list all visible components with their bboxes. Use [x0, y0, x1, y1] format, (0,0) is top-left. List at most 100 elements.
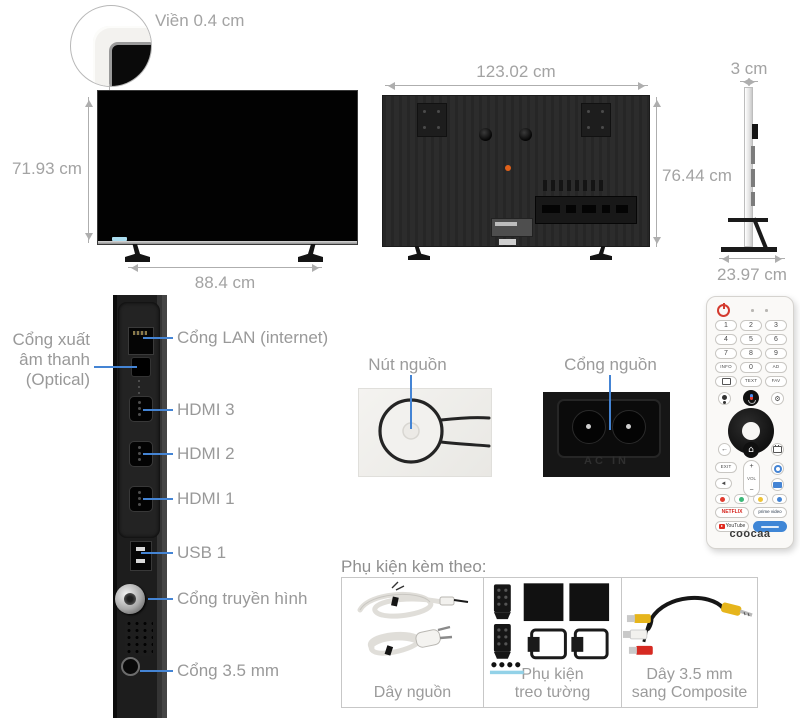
back-boss-left [479, 128, 492, 141]
remote-back-button: ← [718, 443, 731, 456]
side-port-1 [751, 146, 755, 164]
back-height-arrow [653, 97, 661, 247]
remote-netflix-button: NETFLIX [715, 507, 749, 518]
accessories-box: Dây nguồn [341, 577, 758, 708]
side-stand-plate [721, 247, 777, 252]
power-port-label: Cổng nguồn [564, 355, 657, 374]
bezel-dimension-label: Viền 0.4 cm [155, 11, 245, 30]
remote-key-6: 6 [765, 334, 787, 345]
gear-icon: ⚙ [774, 394, 781, 403]
jack-line [140, 670, 173, 672]
remote-key-ad: AD [765, 362, 787, 373]
tv-front-left-foot [125, 244, 150, 262]
bezel-zoom-detail [70, 5, 152, 87]
hdmi3-label: HDMI 3 [177, 400, 235, 419]
remote-coocaa-app-button [753, 521, 787, 532]
remote-key-3: 3 [765, 320, 787, 331]
remote-exit-button: EXIT [715, 462, 737, 473]
youtube-icon [718, 524, 725, 529]
audio-out-label: Cổng xuất âm thanh (Optical) [12, 330, 91, 389]
back-boss-right [519, 128, 532, 141]
tv-back-left-foot [408, 246, 430, 260]
browser-icon [773, 464, 782, 473]
antenna-port [115, 584, 145, 614]
accessory-label: Dây 3.5 mm sang Composite [631, 666, 748, 702]
remote-prime-video-button: prime video [753, 507, 787, 518]
remote-brand-logo: coocaa [729, 528, 771, 540]
hdmi2-label: HDMI 2 [177, 444, 235, 463]
remote-key-text: TEXT [740, 376, 762, 387]
hdmi3-line [143, 409, 173, 411]
lan-port [128, 327, 154, 355]
hdmi2-line [143, 453, 173, 455]
remote-blue-button [772, 494, 787, 504]
speaker-grille [125, 620, 153, 656]
user-icon [722, 394, 727, 400]
usb-port [130, 541, 152, 571]
remote-green-button [734, 494, 749, 504]
back-vent-slots [543, 180, 605, 191]
accessories-title: Phụ kiện kèm theo: [341, 557, 487, 576]
front-height-arrow [85, 97, 93, 243]
front-stand-width-label: 88.4 cm [194, 273, 256, 292]
wall-mount-image [489, 583, 610, 675]
side-thickness-arrow [740, 78, 758, 86]
back-connector-recess [535, 196, 637, 224]
hdmi1-line [143, 498, 173, 500]
bezel-pointer-line [109, 84, 110, 92]
media-icon [773, 481, 782, 488]
remote-power-icon [717, 303, 730, 317]
tv-front-view [97, 90, 358, 245]
lan-line [143, 337, 173, 339]
side-stand-bar [728, 218, 768, 222]
display-icon [721, 378, 731, 385]
vol-minus: − [749, 487, 754, 494]
power-inlet-hole-right [612, 410, 646, 444]
vol-plus: + [749, 463, 754, 470]
tv-back-right-foot [590, 246, 612, 260]
remote-led-1 [751, 309, 754, 312]
remote-key-7: 7 [715, 348, 737, 359]
jack-35mm-port [121, 657, 140, 676]
remote-yellow-button [753, 494, 768, 504]
hdmi1-label: HDMI 1 [177, 489, 235, 508]
power-port-figure: AC IN [543, 392, 670, 477]
tv-side-view [744, 87, 753, 247]
remote-youtube-button: YouTube [715, 521, 749, 532]
side-port-2 [751, 169, 755, 187]
side-thickness-label: 3 cm [730, 59, 768, 78]
power-port-line [609, 375, 611, 430]
power-button-label: Nút nguồn [368, 355, 447, 374]
remote-key-9: 9 [765, 348, 787, 359]
remote-user-button [718, 392, 731, 405]
remote-key-4: 4 [715, 334, 737, 345]
back-height-label: 76.44 cm [662, 166, 732, 185]
power-button-figure [358, 388, 492, 477]
back-orange-dot [505, 165, 511, 171]
remote-mute-button: ◄ [715, 478, 732, 489]
antenna-line [148, 598, 173, 600]
lan-label: Cổng LAN (internet) [177, 328, 329, 347]
remote-key-2: 2 [740, 320, 762, 331]
guide-icon [773, 444, 782, 454]
front-stand-width-arrow [128, 264, 322, 272]
hdmi2-port [129, 441, 153, 467]
accessory-label: Dây nguồn [373, 684, 452, 702]
remote-key-info: INFO [715, 362, 737, 373]
power-inlet-inscription: AC IN [584, 455, 629, 467]
bezel-screen-corner [109, 42, 151, 86]
remote-settings-button: ⚙ [771, 392, 784, 405]
side-port-knob [752, 124, 758, 139]
remote-key-0: 0 [740, 362, 762, 373]
back-label-sticker [491, 218, 533, 237]
tv-front-right-foot [298, 244, 323, 262]
power-button-shape [378, 398, 491, 464]
side-stand-strut [752, 217, 768, 249]
vol-label: VOL [746, 476, 756, 481]
vesa-plate-right [581, 103, 611, 137]
remote-key-1: 1 [715, 320, 737, 331]
remote-media-button [771, 478, 784, 491]
back-small-tag [499, 239, 516, 245]
remote-volume-rocker: + VOL − [743, 460, 760, 497]
